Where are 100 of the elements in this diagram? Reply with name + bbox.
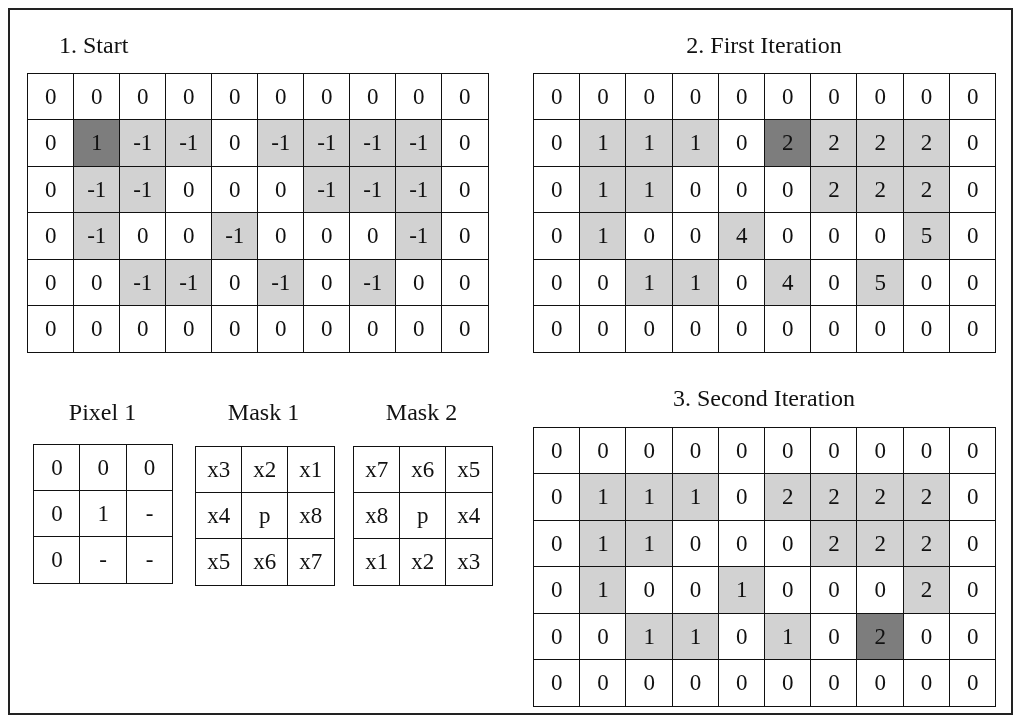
table-cell: 0 (27, 212, 75, 261)
table-cell: 0 (948, 212, 997, 261)
table-cell: 0 (119, 73, 167, 121)
table-cell: x2 (399, 538, 447, 586)
table-cell: 2 (902, 519, 951, 568)
table-cell: 1 (717, 566, 766, 615)
table-cell: 0 (33, 444, 81, 492)
table-cell: 0 (533, 73, 581, 121)
table-cell: 0 (119, 212, 167, 261)
table-cell: 2 (764, 473, 812, 522)
table-cell: 2 (810, 165, 858, 214)
grid-title: Mask 1 (226, 397, 301, 427)
table-cell: 1 (625, 473, 674, 522)
table-cell: 0 (948, 473, 997, 522)
table-cell: x3 (195, 446, 243, 494)
table-cell: 0 (856, 212, 905, 261)
table-cell: 0 (211, 73, 259, 121)
table-cell: 0 (533, 427, 581, 475)
table-cell: 1 (579, 212, 627, 261)
table-cell: 0 (810, 659, 858, 707)
table-cell: x1 (353, 538, 401, 586)
table-cell: 0 (441, 73, 489, 121)
table-cell: -1 (211, 212, 259, 261)
grid-title: Pixel 1 (67, 397, 138, 427)
table-cell: 0 (165, 212, 213, 261)
table-cell: 2 (902, 566, 951, 615)
table-cell: 1 (671, 473, 720, 522)
table-cell: 0 (856, 305, 905, 353)
table-cell: 1 (579, 119, 627, 168)
table-cell: 0 (303, 73, 351, 121)
table-cell: 0 (349, 305, 397, 353)
table-cell: 2 (856, 473, 905, 522)
table-cell: 0 (395, 305, 443, 353)
table-cell: -1 (73, 165, 121, 214)
table-cell: 1 (764, 612, 812, 661)
table-cell: -1 (395, 119, 443, 168)
table-cell: x5 (445, 446, 493, 494)
table-cell: 1 (73, 119, 121, 168)
table-cell: 2 (810, 119, 858, 168)
table-cell: 1 (79, 490, 128, 538)
table-cell: 1 (579, 519, 627, 568)
table-cell: 0 (579, 659, 627, 707)
table-cell: 0 (533, 473, 581, 522)
table-cell: 0 (33, 536, 81, 584)
table-cell: 0 (856, 427, 905, 475)
table-cell: -1 (257, 119, 305, 168)
table-cell: 1 (625, 165, 674, 214)
table-cell: 2 (902, 473, 951, 522)
table-cell: 0 (810, 305, 858, 353)
table-cell: 0 (395, 73, 443, 121)
table-cell: x7 (287, 538, 335, 586)
table-cell: 0 (257, 305, 305, 353)
table-cell: 0 (810, 212, 858, 261)
table-cell: 0 (856, 659, 905, 707)
table-cell: - (125, 490, 174, 538)
table-cell: 0 (625, 427, 674, 475)
table-cell: 0 (125, 444, 174, 492)
table-cell: 0 (441, 119, 489, 168)
table-cell: 0 (211, 119, 259, 168)
table-cell: 1 (671, 119, 720, 168)
table-cell: 0 (579, 73, 627, 121)
table-cell: -1 (119, 258, 167, 307)
table-cell: 0 (441, 258, 489, 307)
table-cell: x6 (399, 446, 447, 494)
table-cell: 0 (441, 305, 489, 353)
table-cell: 0 (119, 305, 167, 353)
table-cell: -1 (395, 165, 443, 214)
table-cell: 1 (671, 258, 720, 307)
table-cell: 0 (948, 73, 997, 121)
table-cell: 0 (257, 73, 305, 121)
table-cell: 0 (625, 305, 674, 353)
table-cell: 2 (764, 119, 812, 168)
table-cell: 0 (948, 659, 997, 707)
grid-title: 2. First Iteration (685, 30, 843, 60)
table-cell: 2 (902, 119, 951, 168)
table-cell: 0 (27, 305, 75, 353)
table-cell: 0 (533, 659, 581, 707)
table-cell: 0 (73, 73, 121, 121)
table-cell: 0 (349, 212, 397, 261)
table-cell: 0 (349, 73, 397, 121)
table-cell: x6 (241, 538, 289, 586)
table-cell: 1 (579, 566, 627, 615)
table-cell: 5 (856, 258, 905, 307)
table-cell: 0 (810, 73, 858, 121)
table-cell: 0 (810, 427, 858, 475)
table-cell: 1 (671, 612, 720, 661)
table-cell: 0 (257, 212, 305, 261)
table-cell: 0 (533, 212, 581, 261)
table-cell: x2 (241, 446, 289, 494)
grid-title: 1. Start (59, 30, 130, 60)
table-cell: x1 (287, 446, 335, 494)
table-cell: 0 (579, 305, 627, 353)
table-cell: 0 (533, 305, 581, 353)
table-cell: 0 (79, 444, 128, 492)
table-cell: 0 (810, 566, 858, 615)
table-cell: 0 (211, 305, 259, 353)
table-cell: 0 (165, 305, 213, 353)
table-cell: 4 (717, 212, 766, 261)
table-cell: 0 (533, 119, 581, 168)
table-cell: 2 (810, 519, 858, 568)
